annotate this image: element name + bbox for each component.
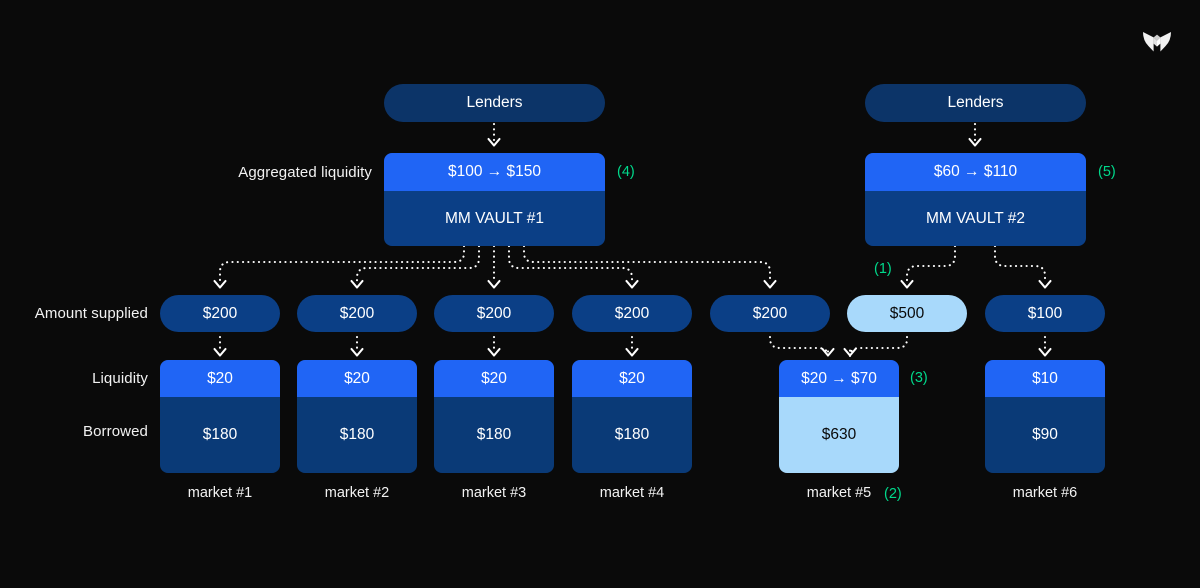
row-label-liquidity: Liquidity [92, 370, 148, 387]
amount-supplied-market-1[interactable]: $200 [160, 295, 280, 332]
step-tag-2: (2) [884, 486, 902, 502]
market-5-card[interactable]: $20 → $70 $630 [779, 360, 899, 473]
amount-supplied-market-4[interactable]: $200 [572, 295, 692, 332]
amount-supplied-market-2[interactable]: $200 [297, 295, 417, 332]
amount-supplied-market-3[interactable]: $200 [434, 295, 554, 332]
market-5-borrowed: $630 [779, 397, 899, 473]
mm-vault-1-liquidity: $100 → $150 [384, 153, 605, 191]
row-label-amount-supplied: Amount supplied [34, 305, 148, 322]
market-2-caption: market #2 [324, 485, 390, 501]
mm-vault-1-card[interactable]: $100 → $150 MM VAULT #1 [384, 153, 605, 246]
market-6-borrowed: $90 [985, 397, 1105, 473]
step-tag-3: (3) [910, 370, 928, 386]
market-4-caption: market #4 [599, 485, 665, 501]
amount-supplied-market-6[interactable]: $100 [985, 295, 1105, 332]
market-2-borrowed: $180 [297, 397, 417, 473]
market-3-borrowed: $180 [434, 397, 554, 473]
market-1-card[interactable]: $20 $180 [160, 360, 280, 473]
market-1-caption: market #1 [187, 485, 253, 501]
morpho-butterfly-logo [1140, 24, 1174, 58]
market-4-liquidity: $20 [572, 360, 692, 397]
market-6-caption: market #6 [1012, 485, 1078, 501]
market-3-caption: market #3 [461, 485, 527, 501]
mm-vault-2-card[interactable]: $60 → $110 MM VAULT #2 [865, 153, 1086, 246]
market-5-caption: market #5 [806, 485, 872, 501]
market-1-liquidity: $20 [160, 360, 280, 397]
market-6-card[interactable]: $10 $90 [985, 360, 1105, 473]
row-label-aggregated-liquidity: Aggregated liquidity [238, 164, 372, 181]
market-6-liquidity: $10 [985, 360, 1105, 397]
market-2-liquidity: $20 [297, 360, 417, 397]
lenders-pill-vault-2[interactable]: Lenders [865, 84, 1086, 122]
mm-vault-2-liquidity: $60 → $110 [865, 153, 1086, 191]
market-4-card[interactable]: $20 $180 [572, 360, 692, 473]
market-2-card[interactable]: $20 $180 [297, 360, 417, 473]
row-label-borrowed: Borrowed [83, 423, 148, 440]
step-tag-1: (1) [874, 261, 892, 277]
market-3-liquidity: $20 [434, 360, 554, 397]
amount-supplied-market-5-vault1[interactable]: $200 [710, 295, 830, 332]
market-5-liquidity: $20 → $70 [779, 360, 899, 397]
market-3-card[interactable]: $20 $180 [434, 360, 554, 473]
step-tag-5: (5) [1098, 164, 1116, 180]
step-tag-4: (4) [617, 164, 635, 180]
amount-supplied-market-5-vault2[interactable]: $500 [847, 295, 967, 332]
market-4-borrowed: $180 [572, 397, 692, 473]
market-1-borrowed: $180 [160, 397, 280, 473]
mm-vault-1-name: MM VAULT #1 [384, 191, 605, 246]
lenders-pill-vault-1[interactable]: Lenders [384, 84, 605, 122]
mm-vault-2-name: MM VAULT #2 [865, 191, 1086, 246]
